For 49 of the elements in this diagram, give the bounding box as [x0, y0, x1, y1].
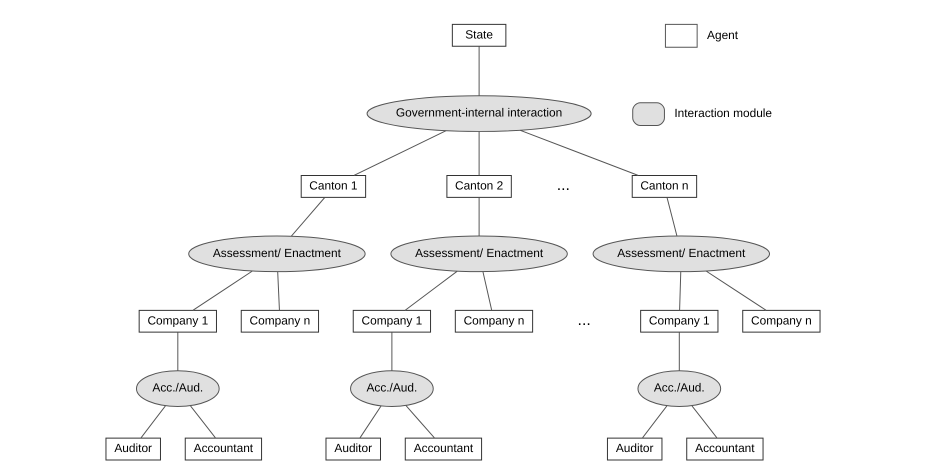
connector	[359, 405, 382, 438]
legend-label: Interaction module	[674, 106, 772, 120]
connector	[290, 196, 326, 237]
label: ...	[578, 312, 591, 329]
node-box: Canton n	[632, 175, 698, 198]
connector	[679, 272, 682, 311]
label: ...	[556, 177, 570, 194]
node-box: Company n	[240, 310, 320, 333]
node-box: Company 1	[352, 310, 432, 333]
connector	[177, 332, 178, 372]
connector	[692, 405, 718, 438]
node-ellipse: Government-internal interaction	[366, 95, 592, 132]
node-box: Auditor	[326, 438, 381, 460]
node-box: Auditor	[606, 438, 662, 460]
connector	[706, 270, 766, 311]
node-ellipse: Acc./Aud.	[350, 370, 434, 407]
connector	[678, 332, 680, 372]
connector	[478, 131, 480, 176]
node-box: Company n	[454, 310, 534, 333]
node-box: Company n	[742, 310, 821, 333]
connector	[404, 270, 458, 311]
node-box: Company 1	[138, 310, 217, 333]
node-box: Accountant	[404, 438, 482, 460]
connector	[354, 130, 447, 176]
connector	[391, 332, 392, 372]
node-box: Accountant	[686, 438, 764, 460]
connector	[478, 46, 480, 96]
node-ellipse: Assessment/ Enactment	[188, 236, 366, 272]
connector	[190, 405, 216, 438]
connector	[405, 405, 435, 438]
connector	[482, 271, 492, 310]
connector	[642, 405, 668, 438]
connector	[478, 196, 480, 236]
node-box: Accountant	[184, 438, 262, 460]
connector	[140, 405, 166, 438]
connector	[192, 270, 253, 311]
node-box: Company 1	[640, 310, 718, 333]
legend-label: Agent	[707, 28, 738, 42]
node-box: Auditor	[105, 438, 161, 460]
node-ellipse: Acc./Aud.	[637, 370, 722, 407]
node-ellipse: Acc./Aud.	[136, 370, 220, 407]
node-ellipse: Assessment/ Enactment	[390, 236, 568, 272]
node-box: Canton 2	[446, 175, 512, 198]
connector	[520, 130, 639, 176]
node-box: Canton 1	[300, 175, 366, 198]
node-box: State	[452, 24, 506, 47]
node-ellipse: Assessment/ Enactment	[592, 236, 770, 272]
connector	[666, 196, 678, 236]
connector	[277, 272, 280, 311]
